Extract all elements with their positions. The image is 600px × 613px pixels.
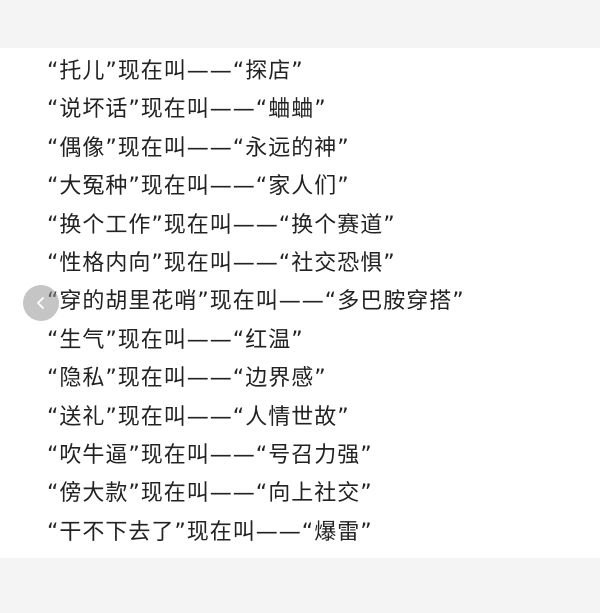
list-item: “换个工作”现在叫——“换个赛道”	[47, 212, 396, 238]
list-item: “送礼”现在叫——“人情世故”	[47, 404, 350, 430]
list-item: “说坏话”现在叫——“蛐蛐”	[47, 97, 327, 123]
list-item: “托儿”现在叫——“探店”	[47, 59, 304, 84]
top-band	[0, 0, 600, 48]
chevron-left-icon	[37, 297, 44, 309]
list-item: “傍大款”现在叫——“向上社交”	[47, 481, 373, 507]
previous-image-button[interactable]	[23, 285, 59, 321]
list-item: “性格内向”现在叫——“社交恐惧”	[47, 250, 396, 276]
slang-list: “托儿”现在叫——“探店” “说坏话”现在叫——“蛐蛐” “偶像”现在叫——“永…	[47, 53, 592, 552]
list-item: “生气”现在叫——“红温”	[47, 327, 304, 353]
list-item: “偶像”现在叫——“永远的神”	[47, 135, 350, 161]
list-item: “吹牛逼”现在叫——“号召力强”	[47, 442, 373, 468]
list-item: “干不下去了”现在叫——“爆雷”	[47, 519, 373, 545]
bottom-band	[0, 558, 600, 613]
list-item: “隐私”现在叫——“边界感”	[47, 366, 327, 392]
list-item: “穿的胡里花哨”现在叫——“多巴胺穿搭”	[47, 289, 465, 315]
image-content: “托儿”现在叫——“探店” “说坏话”现在叫——“蛐蛐” “偶像”现在叫——“永…	[0, 48, 600, 558]
list-item: “大冤种”现在叫——“家人们”	[47, 174, 350, 200]
